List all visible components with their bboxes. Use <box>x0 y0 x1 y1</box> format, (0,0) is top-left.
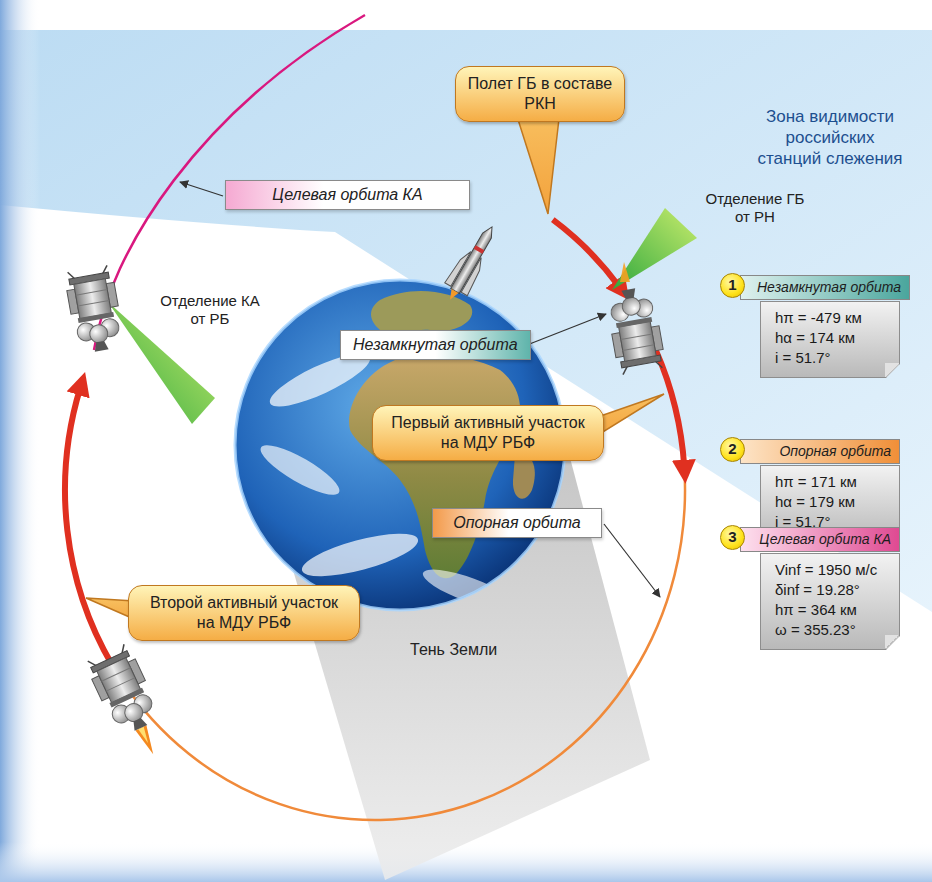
cloud <box>298 525 422 585</box>
engine-flame <box>620 262 630 282</box>
frame-edge <box>0 0 40 882</box>
orbit-tag: Незамкнутая орбита <box>340 330 531 360</box>
callout-bubble: Первый активный участок на МДУ РБФ <box>372 405 604 461</box>
callout-number: 2 <box>720 437 745 462</box>
node-text: i = 51.7° <box>775 348 887 368</box>
node-text: Целевая орбита КА <box>757 531 891 548</box>
node-text: Опорная орбита <box>445 513 589 533</box>
callout-bubble: Полет ГБ в составе РКН <box>455 66 625 122</box>
rocket-flame <box>447 289 459 302</box>
burn-arc <box>656 351 684 468</box>
cloud <box>255 437 345 503</box>
spacecraft-firing <box>84 643 175 765</box>
shadow-label: Тень Земли <box>410 640 497 660</box>
node-text: Незамкнутая орбита <box>353 335 518 355</box>
node-text: Опорная орбита <box>757 443 891 460</box>
rocket-core <box>451 224 497 293</box>
bubble-tail <box>515 110 560 214</box>
parameter-card: Vinf = 1950 м/сδinf = 19.28°hπ = 364 кмω… <box>760 553 900 650</box>
node-text: 3 <box>721 526 744 548</box>
orbit-tag: Опорная орбита <box>432 508 602 538</box>
node-text: hπ = 171 км <box>775 472 887 492</box>
panel-header: Опорная орбита <box>740 439 900 464</box>
leader-line <box>604 524 660 597</box>
node-text: Второй активный участок на МДУ РБФ <box>139 593 349 633</box>
orbit-tag: Целевая орбита КА <box>225 180 470 210</box>
leader-line <box>180 182 223 196</box>
node-text: 2 <box>721 438 744 460</box>
leader-line <box>527 314 606 345</box>
node-text: Незамкнутая орбита <box>757 279 901 296</box>
callout-bubble: Второй активный участок на МДУ РБФ <box>128 585 360 641</box>
node-text: hπ = -479 км <box>775 308 887 328</box>
flight-arc <box>553 220 620 287</box>
engine-flame <box>138 727 151 745</box>
node-text: hπ = 364 км <box>775 600 887 620</box>
engine-flame <box>136 725 159 756</box>
separation-label: Отделение КА от РБ <box>160 292 260 328</box>
frame-edge <box>0 842 932 882</box>
spacecraft <box>64 265 126 355</box>
node-text: Первый активный участок на МДУ РБФ <box>383 413 593 453</box>
separation-label: Отделение ГБ от РН <box>705 190 805 226</box>
rocket-band <box>474 245 485 253</box>
node-text: ω = 355.23° <box>775 620 887 640</box>
spacecraft <box>84 643 163 739</box>
node-text: hα = 179 км <box>775 492 887 512</box>
node-text: 1 <box>721 274 744 296</box>
panel-header: Целевая орбита КА <box>740 527 900 552</box>
node-text: hα = 174 км <box>775 328 887 348</box>
parking-orbit <box>121 473 685 820</box>
panel-header: Незамкнутая орбита <box>740 275 910 300</box>
visibility-zone <box>0 30 932 612</box>
node-text: Полет ГБ в составе РКН <box>466 74 614 114</box>
zone-label: Зона видимости российских станций слежен… <box>752 106 908 169</box>
parameter-card: hπ = -479 кмhα = 174 кмi = 51.7° <box>760 301 900 378</box>
node-text: Vinf = 1950 м/с <box>775 560 887 580</box>
callout-number: 3 <box>720 525 745 550</box>
burn-arc <box>65 388 112 665</box>
separation-pointer <box>612 208 697 290</box>
callout-number: 1 <box>720 273 745 298</box>
continent <box>371 291 472 334</box>
node-text: δinf = 19.28° <box>775 580 887 600</box>
rocket <box>439 220 504 306</box>
node-text: Целевая орбита КА <box>238 185 457 205</box>
spacecraft <box>605 285 667 375</box>
